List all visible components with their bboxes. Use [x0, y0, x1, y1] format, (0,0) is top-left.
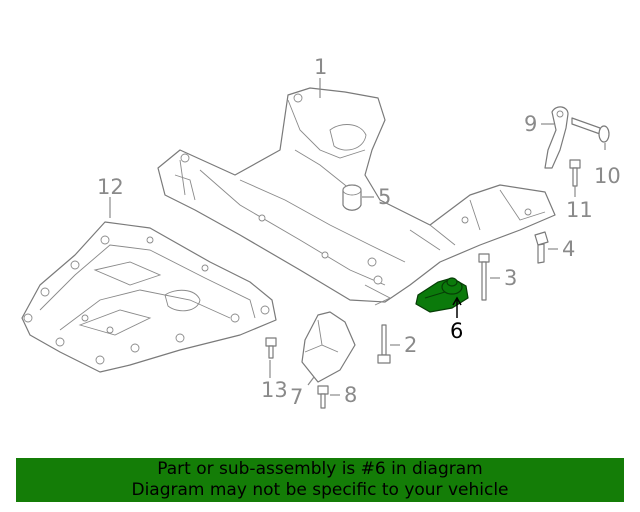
part-3-bolt[interactable]: [478, 253, 490, 301]
callout-7: 7: [290, 385, 303, 409]
callout-10: 10: [594, 164, 621, 188]
callout-11: 11: [566, 198, 593, 222]
part-11-bolt[interactable]: [569, 159, 581, 187]
banner-line-2: Diagram may not be specific to your vehi…: [131, 480, 509, 500]
part-13-bolt[interactable]: [265, 337, 277, 359]
callout-12: 12: [97, 175, 124, 199]
part-12-underbody-shield[interactable]: [21, 221, 277, 373]
part-2-bolt[interactable]: [377, 324, 391, 364]
info-banner: Part or sub-assembly is #6 in diagram Di…: [16, 458, 624, 502]
callout-9: 9: [524, 112, 537, 136]
callout-6: 6: [450, 319, 463, 343]
parts-diagram: 1 2 3 4 5 6 7 8 9 10 11 12 13: [21, 55, 621, 409]
callout-13: 13: [261, 378, 288, 402]
callout-5: 5: [378, 185, 391, 209]
leader-lines: [109, 78, 606, 396]
banner-line-1: Part or sub-assembly is #6 in diagram: [157, 459, 483, 479]
part-5-bushing[interactable]: [342, 184, 362, 211]
part-10-bolt[interactable]: [571, 117, 610, 143]
callout-3: 3: [504, 266, 517, 290]
part-6-mount-highlighted[interactable]: [415, 277, 469, 313]
part-4-bolt[interactable]: [534, 231, 549, 264]
callout-8: 8: [344, 383, 357, 407]
part-8-bolt[interactable]: [317, 385, 329, 409]
part-9-link[interactable]: [544, 106, 569, 169]
callout-1: 1: [314, 55, 327, 79]
callout-4: 4: [562, 237, 575, 261]
callout-2: 2: [404, 333, 417, 357]
part-7-bracket[interactable]: [301, 311, 356, 383]
callout-labels: 1 2 3 4 5 6 7 8 9 10 11 12 13: [97, 55, 621, 409]
